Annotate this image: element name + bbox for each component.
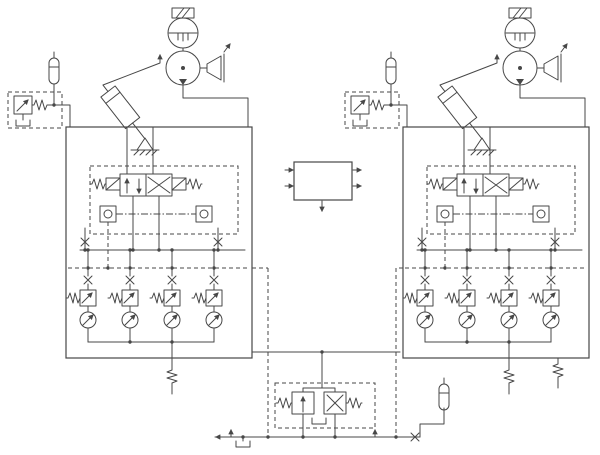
- interconnect-lines: [251, 267, 403, 437]
- reservoir-icon: [311, 417, 327, 425]
- return-line-assembly: [214, 377, 450, 448]
- check-orifice-icon: [410, 432, 420, 442]
- right-return-spring: [552, 357, 564, 389]
- reservoir-icon: [235, 440, 251, 448]
- auxiliary-accumulator: [438, 377, 450, 411]
- hydraulic-circuit-right: [345, 8, 589, 394]
- pilot-valve-assembly: [274, 382, 376, 438]
- hydraulic-circuit-left: [8, 8, 252, 394]
- center-manifold-block: [284, 161, 363, 213]
